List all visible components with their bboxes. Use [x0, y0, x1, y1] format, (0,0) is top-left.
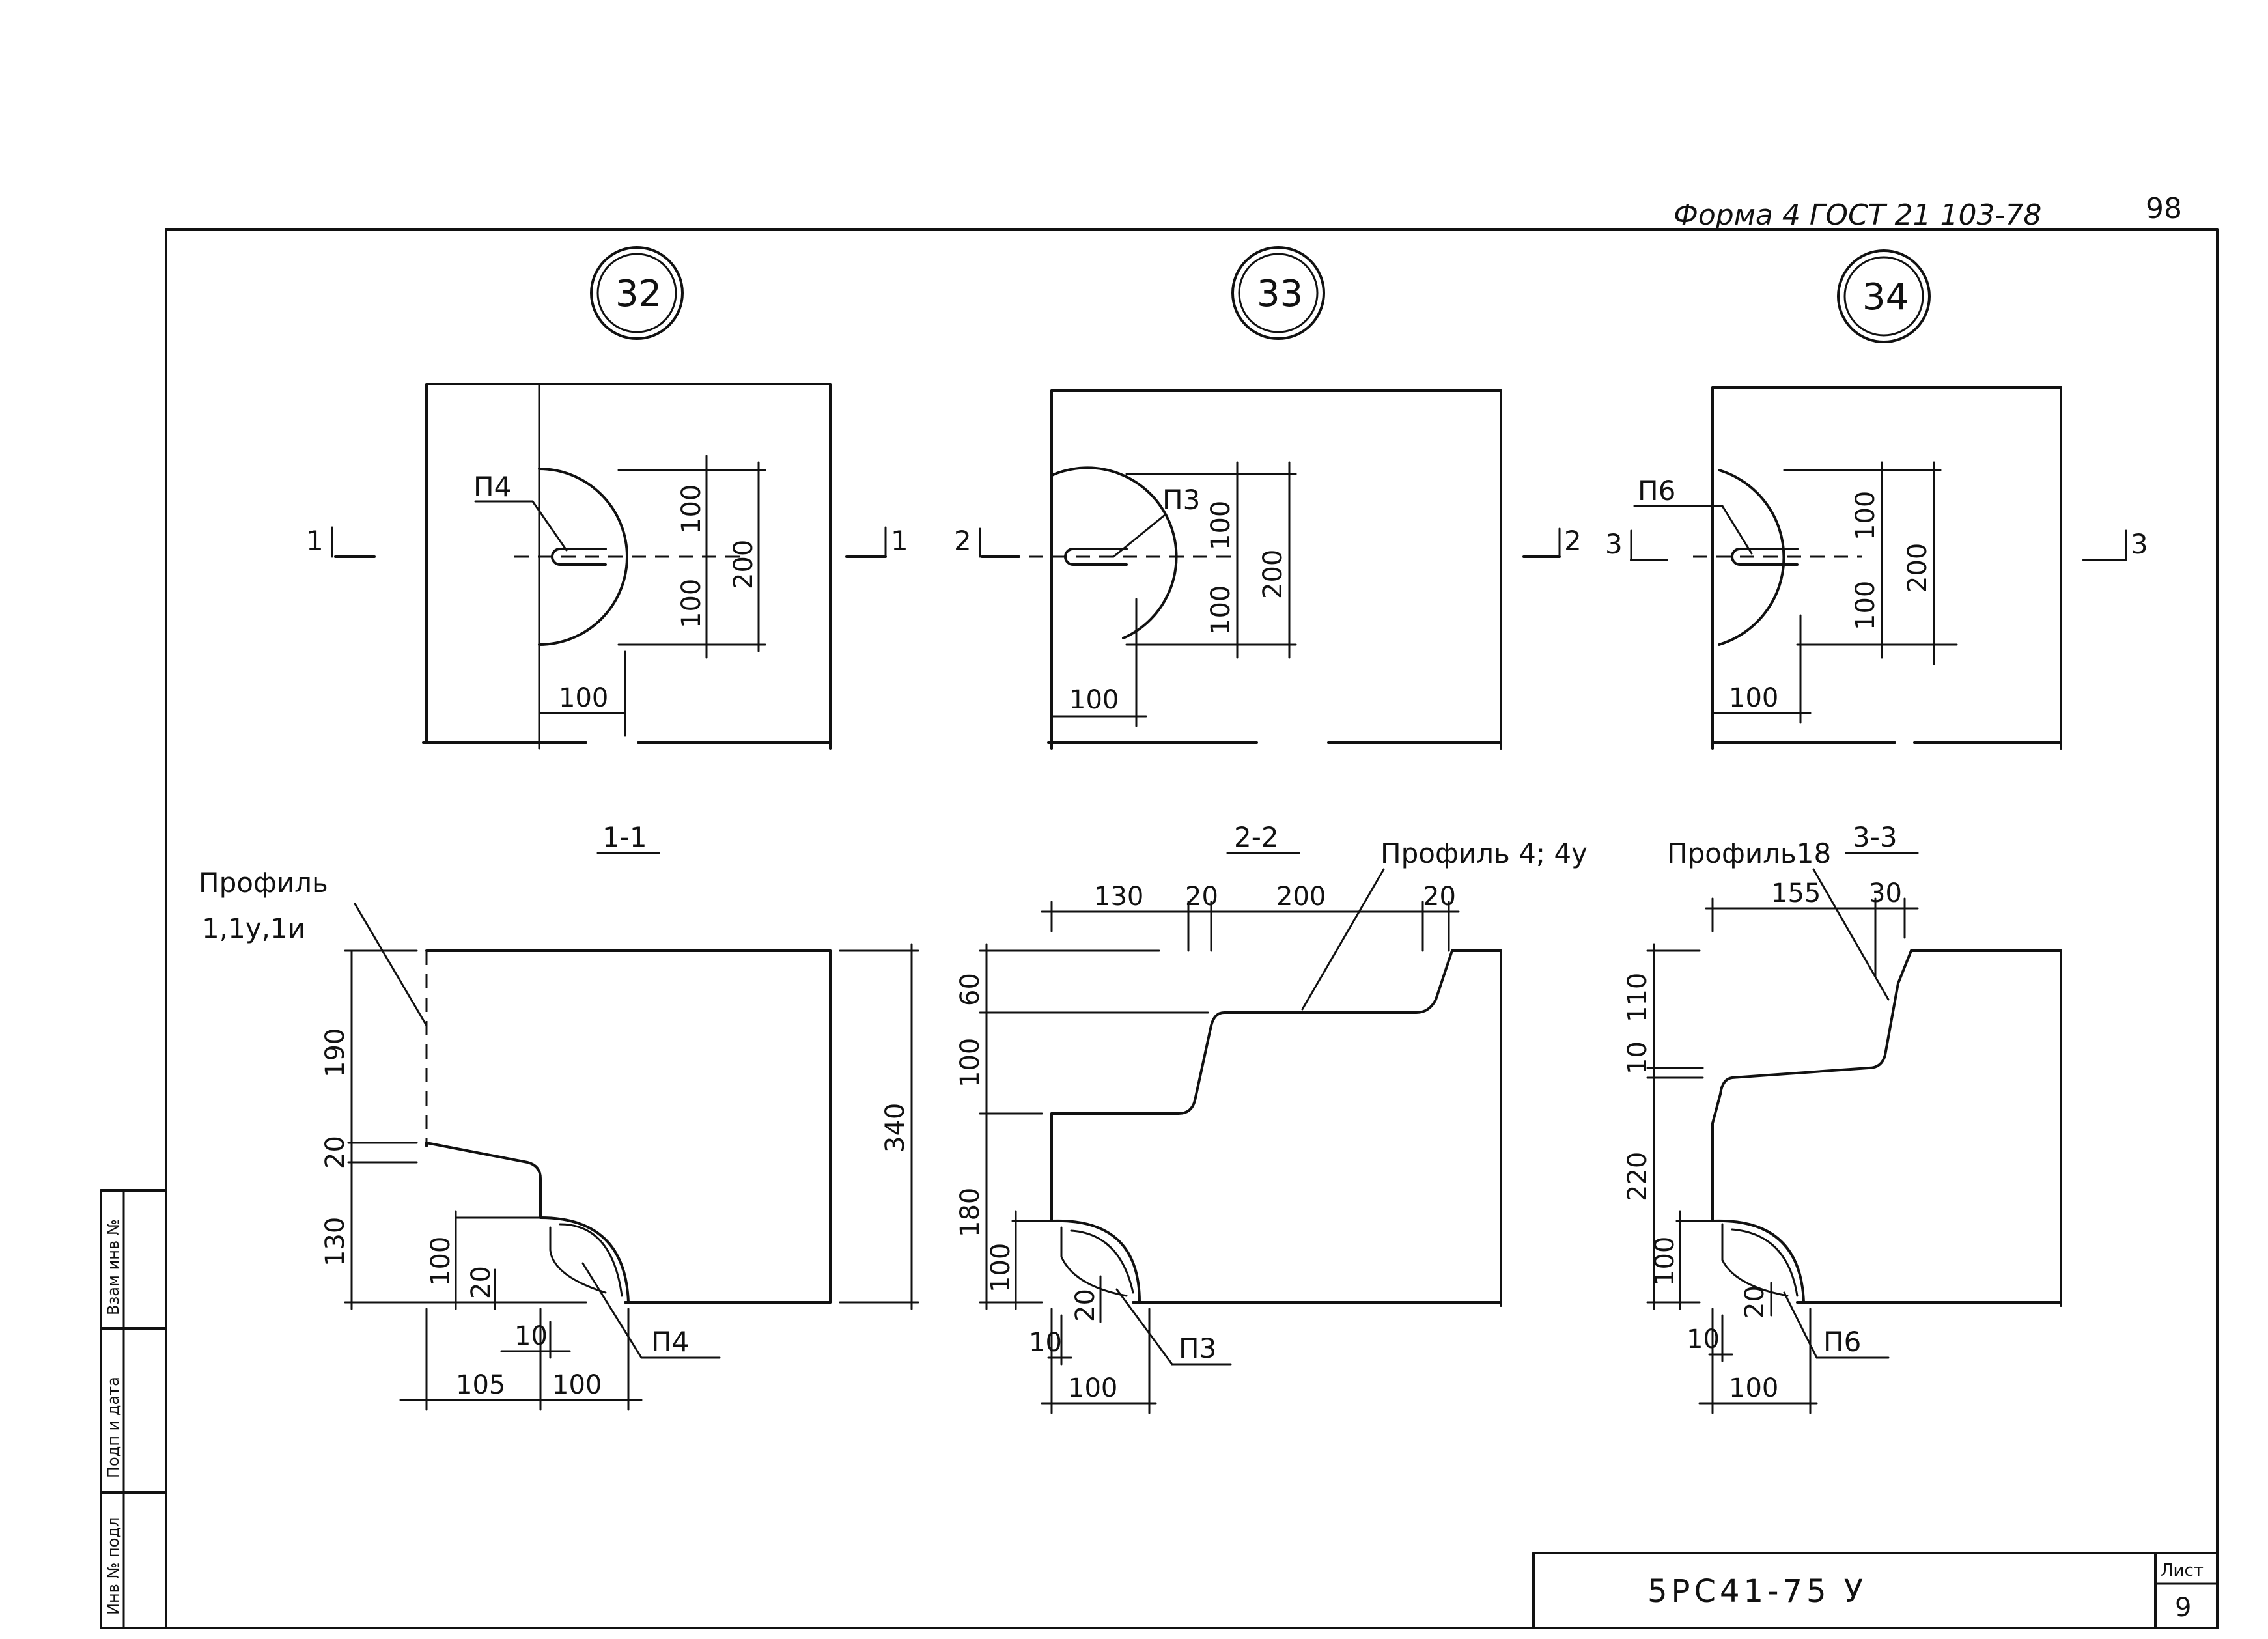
detail-34: 34 100 100 200 100 П6 3 3 — [1605, 249, 2148, 750]
profile-mark: П4 — [651, 1326, 689, 1358]
dim-100h: 100 — [1068, 1373, 1117, 1403]
dim-width: 100 — [1069, 685, 1119, 715]
dim-100v: 100 — [1650, 1237, 1680, 1286]
section-title: 3-3 — [1853, 821, 1897, 853]
dim-half-down: 100 — [677, 579, 707, 628]
profile-note-2: 1,1у,1и — [202, 912, 305, 944]
dim-200: 200 — [1276, 882, 1326, 912]
dim-100: 100 — [955, 1038, 985, 1087]
dim-half-down: 100 — [1206, 585, 1236, 635]
cut-label-right: 2 — [1564, 525, 1582, 557]
dim-half-up: 100 — [677, 484, 707, 534]
dim-10a: 10 — [1623, 1041, 1653, 1074]
dim-half-up: 100 — [1851, 491, 1881, 540]
cut-label-left: 3 — [1605, 528, 1623, 560]
dim-110: 110 — [1623, 973, 1653, 1022]
profile-note: Профиль 4; 4у — [1380, 837, 1588, 869]
sheet-number: 9 — [2175, 1593, 2191, 1623]
dim-10: 10 — [514, 1321, 548, 1351]
dim-width: 100 — [559, 683, 608, 713]
dim-130: 130 — [1094, 882, 1143, 912]
detail-32: 32 100 100 200 100 П4 1 1 — [306, 246, 908, 750]
dim-100v: 100 — [986, 1243, 1016, 1293]
title-block: 5РС41-75 У Лист 9 — [1532, 1552, 2219, 1629]
dim-60: 60 — [955, 973, 985, 1006]
stamp-replace-label: Взам инв № — [104, 1219, 122, 1315]
drawing-code: 5РС41-75 У — [1647, 1573, 1867, 1610]
dim-20: 20 — [1740, 1285, 1770, 1319]
dim-half-down: 100 — [1851, 581, 1881, 630]
dim-100h: 100 — [1729, 1373, 1778, 1403]
profile-mark: П3 — [1179, 1332, 1216, 1364]
section-3-3: 3-3 Профиль18 155 30 110 10 220 100 20 — [1623, 821, 2062, 1414]
cut-label-left: 2 — [954, 525, 972, 557]
dim-20b: 20 — [1423, 882, 1456, 912]
dim-340: 340 — [880, 1103, 910, 1153]
side-stamp: Инв № подл Подп и дата Взам инв № — [100, 1189, 167, 1629]
profile-mark: П3 — [1162, 484, 1200, 516]
dim-30: 30 — [1869, 878, 1902, 908]
detail-number: 32 — [615, 273, 662, 315]
dim-20a: 20 — [1185, 882, 1218, 912]
form-note: Форма 4 ГОСТ 21 103-78 — [1673, 199, 2041, 232]
dim-width: 100 — [1729, 683, 1778, 713]
dim-height: 200 — [1903, 543, 1933, 593]
profile-note: Профиль — [199, 867, 328, 899]
section-2-2: 2-2 Профиль 4; 4у 130 20 200 20 60 100 1… — [955, 821, 1588, 1414]
stamp-sign-label: Подп и дата — [104, 1377, 122, 1478]
dim-10b: 10 — [1687, 1324, 1720, 1354]
sheet-label: Лист — [2161, 1561, 2204, 1580]
cut-label-left: 1 — [306, 525, 324, 557]
dim-100h: 100 — [552, 1370, 602, 1400]
dim-190: 190 — [320, 1028, 350, 1078]
dim-height: 200 — [729, 540, 759, 589]
dim-20c: 20 — [1071, 1289, 1100, 1322]
sheet-frame — [100, 228, 2219, 1629]
cut-label-right: 3 — [2131, 528, 2148, 560]
profile-mark: П4 — [473, 471, 511, 503]
detail-33: 33 100 100 200 100 П3 2 2 — [954, 246, 1582, 750]
page-number: 98 — [2146, 192, 2182, 225]
dim-155: 155 — [1771, 878, 1821, 908]
detail-number: 33 — [1257, 273, 1303, 315]
profile-mark: П6 — [1823, 1326, 1861, 1358]
dim-100v: 100 — [426, 1237, 456, 1286]
cut-label-right: 1 — [891, 525, 908, 557]
section-title: 2-2 — [1234, 821, 1279, 853]
dim-105: 105 — [456, 1370, 505, 1400]
dim-130: 130 — [320, 1217, 350, 1267]
stamp-inv-label: Инв № подл — [104, 1517, 122, 1615]
dim-height: 200 — [1258, 550, 1288, 599]
dim-220: 220 — [1623, 1152, 1653, 1201]
dim-20b: 20 — [466, 1266, 496, 1299]
dim-20a: 20 — [320, 1136, 350, 1169]
profile-mark: П6 — [1638, 475, 1675, 507]
section-1-1: 1-1 Профиль 1,1у,1и 190 20 130 340 100 2… — [199, 821, 919, 1411]
detail-number: 34 — [1862, 276, 1909, 318]
dim-180: 180 — [955, 1188, 985, 1237]
dim-half-up: 100 — [1206, 501, 1236, 550]
dim-10: 10 — [1029, 1328, 1062, 1358]
profile-note: Профиль18 — [1667, 837, 1831, 869]
section-title: 1-1 — [602, 821, 647, 853]
